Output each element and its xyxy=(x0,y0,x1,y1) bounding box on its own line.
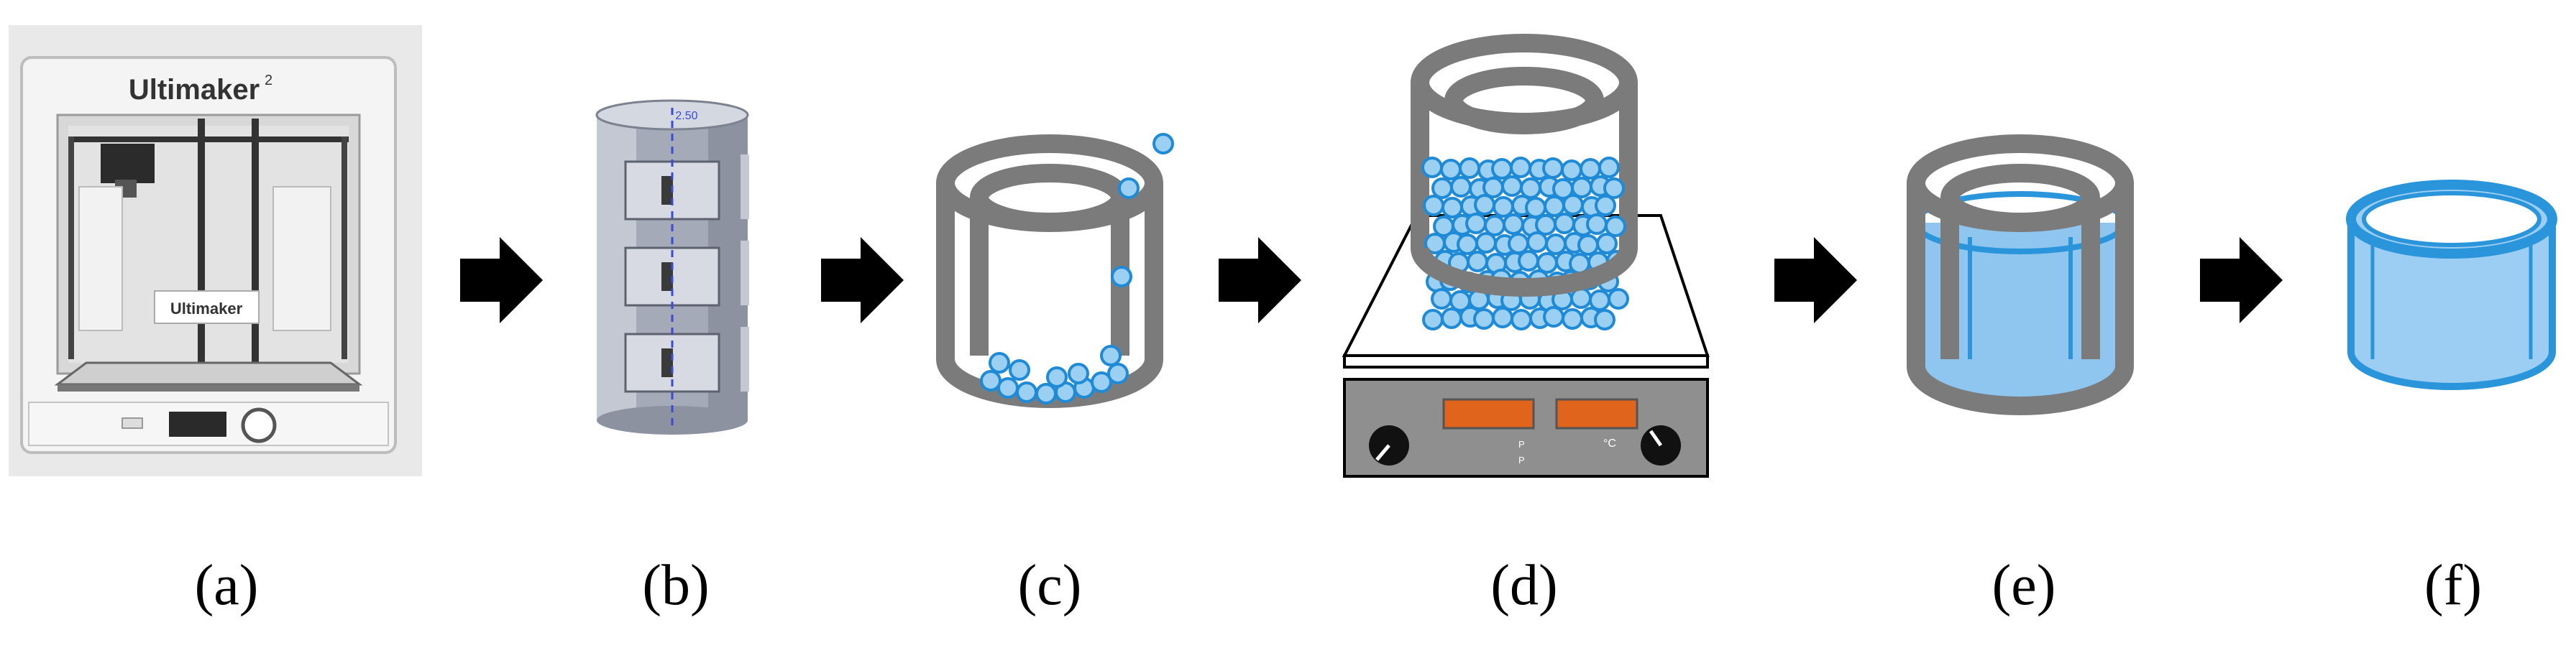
printer-brand-superscript: 2 xyxy=(265,73,272,88)
bead-icon xyxy=(1561,159,1582,181)
bead-icon xyxy=(1482,177,1504,198)
bead-icon xyxy=(1589,290,1610,311)
bead-icon xyxy=(1511,309,1532,330)
bead-icon xyxy=(1586,213,1608,235)
bead-icon xyxy=(1107,363,1129,384)
bead-icon xyxy=(1423,195,1444,216)
bead-icon xyxy=(1441,197,1463,218)
bead-icon xyxy=(1594,309,1615,330)
bead-icon xyxy=(1577,234,1599,256)
right-arrow-icon xyxy=(821,237,904,323)
knob-icon xyxy=(1369,425,1409,466)
bead-icon xyxy=(989,352,1010,374)
right-arrow-icon xyxy=(1774,237,1857,323)
hotplate-temp-unit: °C xyxy=(1603,438,1616,450)
bead-icon xyxy=(1441,307,1462,329)
bead-icon xyxy=(1544,195,1565,217)
cylinder-cad-model-icon: 2.50 xyxy=(595,99,749,435)
bead-icon xyxy=(1474,194,1495,216)
bead-icon xyxy=(1431,288,1452,310)
bead-icon xyxy=(1111,266,1132,287)
cast-cylinder-shell-icon xyxy=(2346,180,2557,390)
bead-icon xyxy=(1605,216,1626,237)
printer-front-label: Ultimaker xyxy=(170,300,243,318)
bead-icon xyxy=(1598,157,1620,178)
bead-icon xyxy=(1518,250,1539,272)
bead-icon xyxy=(1580,158,1601,180)
bead-icon xyxy=(1440,159,1462,180)
panel-label-d: (d) xyxy=(1490,554,1558,617)
bead-icon xyxy=(1510,157,1531,178)
bead-icon xyxy=(1450,176,1472,198)
bead-icon xyxy=(1459,157,1480,179)
bead-icon xyxy=(997,377,1019,399)
bead-icon xyxy=(1545,233,1567,255)
bead-icon xyxy=(1009,359,1030,381)
right-arrow-icon xyxy=(1219,237,1301,323)
bead-icon xyxy=(1542,157,1564,179)
bead-icon xyxy=(1608,288,1629,310)
panel-label-c: (c) xyxy=(1017,554,1082,617)
knob-icon xyxy=(1641,425,1681,466)
bead-icon xyxy=(1491,158,1513,180)
bead-icon xyxy=(1603,177,1625,199)
hotplate-aux-label-2: P xyxy=(1518,455,1525,466)
bead-icon xyxy=(1596,233,1618,254)
bead-icon xyxy=(1501,175,1523,197)
bead-icon xyxy=(1046,366,1068,388)
mold-filled-with-liquid-icon xyxy=(1907,134,2134,415)
bead-icon xyxy=(1467,251,1488,272)
bead-icon xyxy=(1536,252,1558,274)
bead-icon xyxy=(1421,157,1443,178)
bead-icon xyxy=(1503,213,1524,235)
bead-icon xyxy=(1457,233,1478,255)
bead-icon xyxy=(1554,213,1575,234)
bead-icon xyxy=(1595,195,1616,216)
panel-label-b: (b) xyxy=(642,554,710,617)
bead-icon xyxy=(1100,345,1122,366)
panel-label-e: (e) xyxy=(1991,554,2056,617)
3d-printer-photo-icon: Ultimaker 2 Ultimaker xyxy=(9,25,422,476)
bead-icon xyxy=(1431,177,1453,199)
right-arrow-icon xyxy=(2200,237,2283,323)
bead-icon xyxy=(1118,177,1140,199)
bead-icon xyxy=(1091,371,1112,393)
bead-icon xyxy=(1508,233,1529,254)
cad-dimension-text: 2.50 xyxy=(675,110,697,122)
bead-icon xyxy=(1526,231,1548,253)
bead-icon xyxy=(1068,363,1089,384)
bead-icon xyxy=(1475,232,1497,254)
panel-label-f: (f) xyxy=(2424,554,2482,617)
bead-icon xyxy=(1016,381,1037,403)
bead-icon xyxy=(1520,177,1541,199)
bead-icon xyxy=(1562,194,1584,216)
bead-icon xyxy=(1465,213,1487,234)
hotplate-aux-label-1: P xyxy=(1518,439,1525,450)
bead-icon xyxy=(1562,308,1583,330)
panel-label-a: (a) xyxy=(194,554,259,617)
printer-brand-text: Ultimaker xyxy=(129,74,260,106)
mold-full-of-beads-on-hotplate-icon: P P °C xyxy=(1342,34,1710,478)
double-wall-mold-with-beads-icon xyxy=(936,133,1174,408)
bead-icon xyxy=(1493,196,1514,218)
bead-icon xyxy=(1152,133,1174,154)
bead-icon xyxy=(1484,215,1505,236)
bead-icon xyxy=(1492,307,1513,328)
bead-icon xyxy=(1035,383,1057,404)
bead-icon xyxy=(1525,197,1546,218)
bead-icon xyxy=(1535,214,1557,236)
bead-icon xyxy=(1571,177,1592,198)
bead-icon xyxy=(1543,306,1564,328)
bead-icon xyxy=(1422,309,1444,330)
bead-icon xyxy=(1473,308,1495,330)
right-arrow-icon xyxy=(460,237,543,323)
